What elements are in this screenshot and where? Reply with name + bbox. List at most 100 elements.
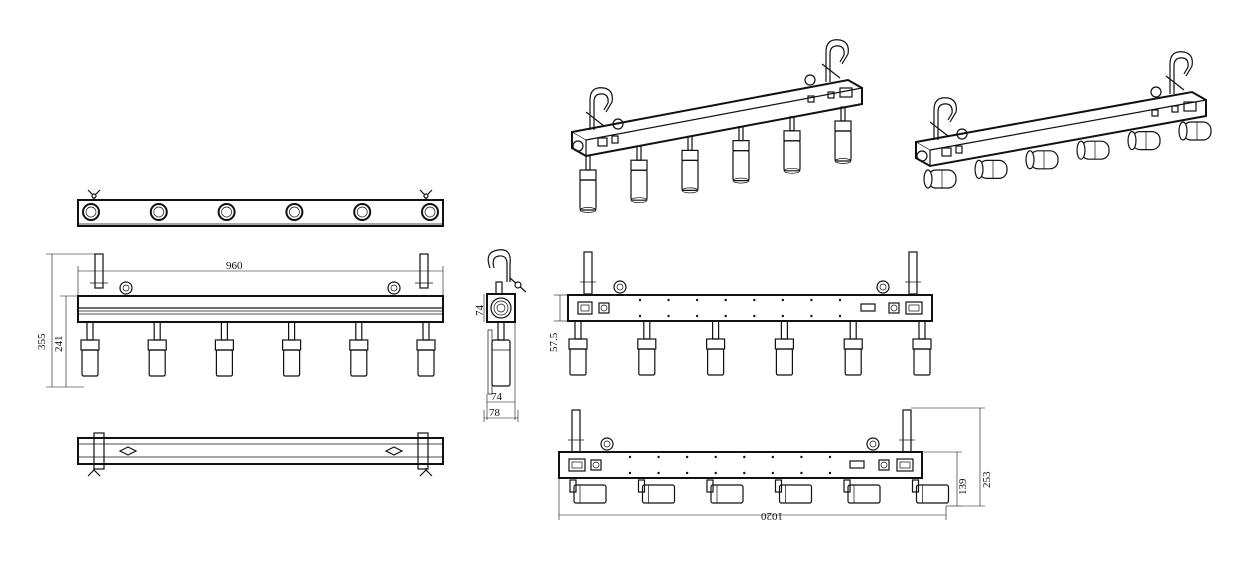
head-stem <box>918 320 926 340</box>
clamp-hook-icon <box>487 249 511 282</box>
iso-head-body <box>579 179 597 211</box>
screw-dot <box>810 314 813 318</box>
iso-tilted-head-lens <box>1025 150 1035 170</box>
iso-head-body <box>834 130 852 162</box>
safety-eye-icon <box>804 74 816 86</box>
screw-dot <box>781 298 785 302</box>
screw-dot <box>714 471 717 475</box>
head-stem <box>849 320 857 340</box>
head-yoke <box>147 339 167 351</box>
head-body <box>638 348 656 376</box>
iso-head-stem <box>840 106 846 122</box>
tilted-head-body <box>915 484 950 504</box>
head-body <box>81 349 99 377</box>
iso-bar-body <box>571 78 863 158</box>
screw-dot <box>828 455 832 459</box>
tilted-view <box>558 409 950 504</box>
head-stem <box>288 321 296 341</box>
iso-tilted-head-lens <box>1076 140 1086 160</box>
lens-icon <box>217 203 236 221</box>
iso-head-lens <box>783 167 801 174</box>
head-body <box>283 349 301 377</box>
dimension-960: 960 <box>77 260 444 296</box>
head-body <box>417 349 435 377</box>
display-icon <box>849 460 865 469</box>
power-connector-icon <box>568 458 586 472</box>
iso-bar-body <box>915 90 1207 168</box>
front-view <box>77 253 444 377</box>
dim-label-78: 78 <box>489 407 501 419</box>
iso-tilted-head-lens <box>1127 131 1137 151</box>
screw-dot <box>828 471 832 475</box>
clamp-post-right <box>902 409 912 453</box>
head-stem <box>711 320 720 340</box>
lens-inner <box>221 206 232 218</box>
dim-label-253: 253 <box>981 471 993 488</box>
head-body <box>844 348 862 376</box>
fan-grille-icon <box>916 150 928 162</box>
power-connector-icon <box>896 458 914 472</box>
dmx-connector-icon <box>590 459 602 471</box>
tilted-head-body <box>573 484 607 504</box>
dimension-1020: 1020 <box>558 478 947 522</box>
screw-dot <box>628 455 632 459</box>
iso-head-yoke <box>783 130 801 142</box>
rear-view-heads <box>568 320 932 376</box>
tilted-head-body <box>710 484 744 504</box>
clamp-post-right <box>908 251 918 295</box>
tilted-view-heads <box>569 479 950 504</box>
screw-dot <box>685 455 689 459</box>
head-stem <box>780 320 789 340</box>
lens-inner <box>153 206 165 218</box>
screw-dot <box>695 298 699 302</box>
screw-dot <box>724 314 727 318</box>
screw-dot <box>657 455 660 459</box>
top-view-lenses <box>82 203 439 221</box>
lens-inner <box>289 206 300 218</box>
tilted-head-yoke <box>911 479 920 493</box>
dimension-253: 253 <box>911 407 993 507</box>
head-stem <box>574 320 582 340</box>
iso-head-body <box>630 169 648 201</box>
head-stem <box>86 321 94 341</box>
clamp-post-left <box>583 251 593 295</box>
dim-label-74-v: 74 <box>474 305 486 317</box>
power-connector-icon <box>577 301 593 315</box>
head-stem <box>355 321 363 341</box>
dmx-connector-icon <box>878 459 890 471</box>
lens-icon <box>285 203 304 221</box>
clamp-hook-icon <box>825 39 849 82</box>
dimension-57-5: 57.5 <box>548 294 568 352</box>
iso-tilted-head-lens <box>1178 121 1188 141</box>
top-view <box>77 189 444 227</box>
iso-head-body <box>783 140 801 172</box>
tilted-head-yoke <box>569 479 577 493</box>
head-yoke <box>774 338 795 350</box>
head-body <box>913 348 931 376</box>
side-view <box>486 249 527 395</box>
dimension-355: 355 <box>36 253 98 388</box>
iso-head-stem <box>789 116 795 132</box>
iso-head-stem <box>585 155 591 171</box>
dimension-139: 139 <box>922 451 969 507</box>
screw-dot <box>638 298 642 302</box>
tilted-head-yoke <box>843 479 851 493</box>
head-yoke <box>282 339 302 351</box>
wing-nut-icon <box>419 189 433 200</box>
clamp-hook-icon <box>933 97 957 140</box>
front-view-heads <box>80 321 436 377</box>
tilted-head-body <box>847 484 881 504</box>
head-yoke <box>637 338 657 350</box>
lens-icon <box>421 203 439 221</box>
dmx-connector-icon <box>888 302 900 314</box>
head-yoke <box>843 338 863 350</box>
head-stem <box>220 321 228 341</box>
safety-eye-icon <box>876 280 890 294</box>
iso-head-lens <box>579 207 597 213</box>
screw-dot <box>724 298 727 302</box>
iso-head-yoke <box>681 149 699 161</box>
iso-head-yoke <box>579 169 597 181</box>
bottom-view <box>77 432 444 477</box>
head-yoke <box>214 339 234 351</box>
